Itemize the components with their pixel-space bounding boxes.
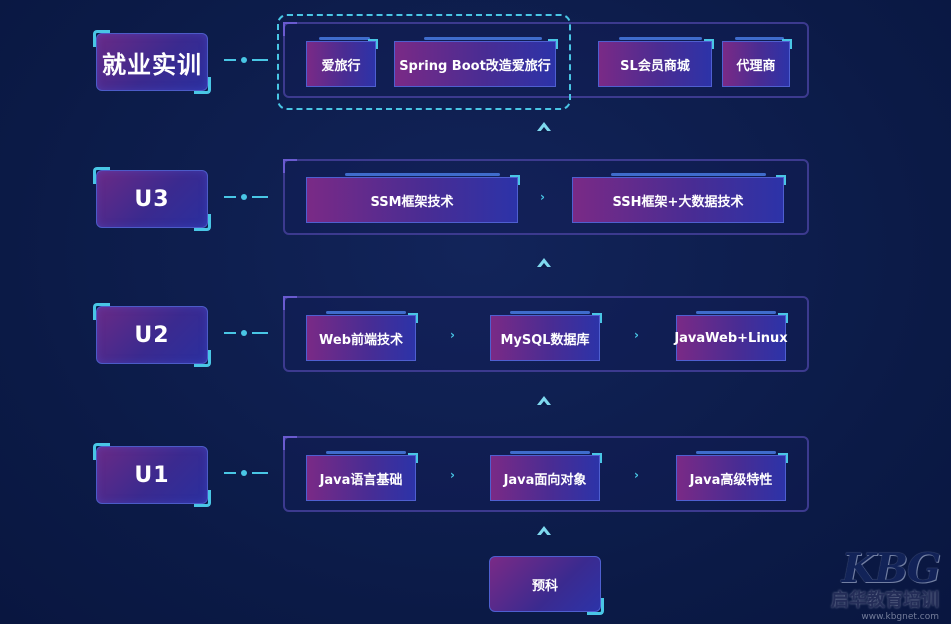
corner-decoration: [93, 167, 110, 184]
course-box: SL会员商城: [598, 37, 714, 87]
watermark-name: 启华教育培训: [831, 590, 939, 611]
course-box: Java高级特性: [676, 451, 788, 501]
corner-decoration: [194, 77, 211, 94]
prep-box: 预科: [489, 556, 604, 615]
level-u1-label: U1: [134, 462, 170, 488]
level-u3-label: U3: [134, 186, 170, 212]
connector-job: [224, 56, 268, 64]
arrow-up-icon: [537, 258, 551, 268]
level-job-label: 就业实训: [102, 50, 202, 79]
arrow-up-icon: [537, 122, 551, 132]
corner-decoration: [93, 443, 110, 460]
connector-u1: [224, 469, 268, 477]
watermark: KBG 启华教育培训 www.kbgnet.com: [831, 545, 941, 622]
dashed-highlight: [277, 14, 571, 110]
prep-label: 预科: [531, 578, 558, 594]
arrow-up-icon: [537, 396, 551, 406]
course-box: Spring Boot改造爱旅行: [394, 37, 558, 87]
corner-decoration: [93, 30, 110, 47]
corner-decoration: [194, 214, 211, 231]
level-u2-label: U2: [134, 322, 170, 348]
level-u2: U2: [93, 303, 211, 367]
level-u1: U1: [93, 443, 211, 507]
arrow-right-icon: ›: [540, 190, 545, 204]
corner-decoration: [587, 598, 604, 615]
course-box: SSH框架+大数据技术: [572, 173, 786, 223]
course-box: JavaWeb+Linux: [674, 311, 788, 361]
arrow-right-icon: ›: [634, 328, 639, 342]
course-box: Java语言基础: [306, 451, 418, 501]
corner-decoration: [93, 303, 110, 320]
corner-decoration: [194, 490, 211, 507]
arrow-right-icon: ›: [634, 468, 639, 482]
level-u3: U3: [93, 167, 211, 231]
course-box: SSM框架技术: [306, 173, 520, 223]
course-box: Web前端技术: [306, 311, 418, 361]
course-box: MySQL数据库: [490, 311, 602, 361]
course-box: Java面向对象: [490, 451, 602, 501]
connector-u2: [224, 329, 268, 337]
course-box: 代理商: [722, 37, 792, 87]
arrow-right-icon: ›: [450, 468, 455, 482]
watermark-logo: KBG: [841, 545, 941, 592]
course-box: 爱旅行: [306, 37, 378, 87]
arrow-up-icon: [537, 526, 551, 536]
arrow-right-icon: ›: [450, 328, 455, 342]
level-job-training: 就业实训: [93, 30, 211, 94]
connector-u3: [224, 193, 268, 201]
corner-decoration: [194, 350, 211, 367]
watermark-url: www.kbgnet.com: [861, 612, 939, 622]
